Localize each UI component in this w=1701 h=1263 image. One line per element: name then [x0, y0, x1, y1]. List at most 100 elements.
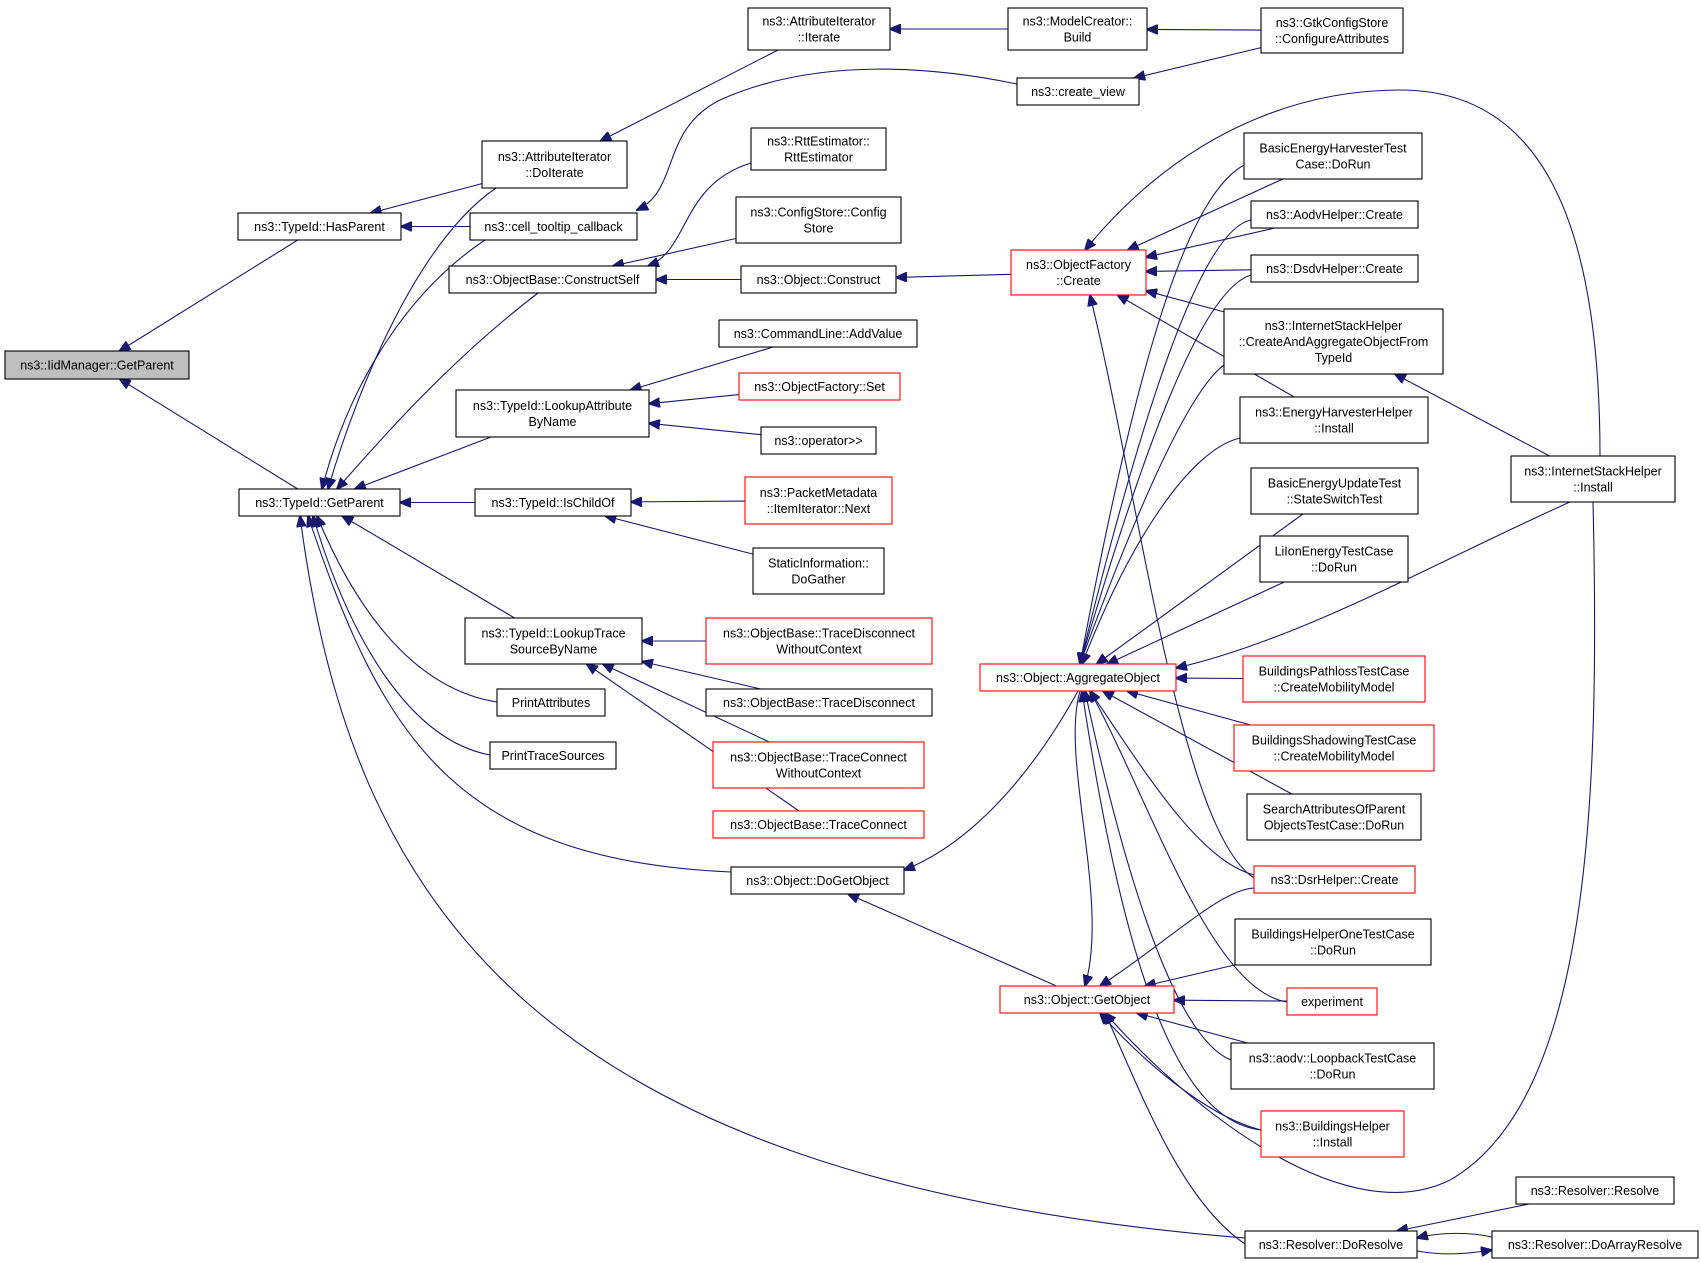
node-obj-factory-create[interactable]: ns3::ObjectFactory::Create	[1010, 249, 1147, 296]
node-label: Store	[804, 222, 834, 236]
node-create-view[interactable]: ns3::create_view	[1016, 77, 1140, 106]
edge-trace-conn-to-lookup-trace	[587, 664, 800, 812]
node-model-creator-build[interactable]: ns3::ModelCreator::Build	[1007, 7, 1148, 51]
node-attr-iter-iterate[interactable]: ns3::AttributeIterator::Iterate	[747, 7, 891, 51]
node-label: ns3::PacketMetadata	[760, 486, 877, 500]
node-label: ns3::Object::AggregateObject	[996, 671, 1161, 685]
node-box	[740, 265, 897, 294]
node-dsdv-create[interactable]: ns3::DsdvHelper::Create	[1250, 254, 1419, 283]
node-label: ns3::TypeId::LookupAttribute	[473, 399, 632, 413]
node-label: TypeId	[1315, 351, 1353, 365]
edge-aodv-loopback-to-get-object	[1137, 1013, 1248, 1044]
node-ehhinstall[interactable]: ns3::EnergyHarvesterHelper::Install	[1239, 396, 1429, 444]
node-trace-disc[interactable]: ns3::ObjectBase::TraceDisconnect	[705, 688, 933, 717]
node-label: SearchAttributesOfParent	[1263, 803, 1406, 817]
edge-type-id-has-parent-to-iid-get-parent	[120, 239, 299, 351]
node-iid-get-parent[interactable]: ns3::IidManager::GetParent	[4, 350, 190, 380]
node-label: ::DoRun	[1311, 561, 1357, 575]
node-aodv-create[interactable]: ns3::AodvHelper::Create	[1250, 200, 1419, 229]
node-box	[464, 617, 643, 665]
node-box	[1286, 987, 1378, 1016]
node-resolver-resolve[interactable]: ns3::Resolver::Resolve	[1515, 1176, 1675, 1205]
node-search-attr[interactable]: SearchAttributesOfParentObjectsTestCase:…	[1246, 793, 1422, 841]
node-bld-pathloss[interactable]: BuildingsPathlossTestCase::CreateMobilit…	[1242, 655, 1426, 703]
node-label: ::StateSwitchTest	[1287, 493, 1383, 507]
node-label: ns3::TypeId::IsChildOf	[492, 496, 616, 510]
node-cmd-add-value[interactable]: ns3::CommandLine::AddValue	[718, 319, 918, 348]
node-operator-shift[interactable]: ns3::operator>>	[760, 426, 877, 455]
node-experiment[interactable]: experiment	[1286, 987, 1378, 1016]
edge-gtk-config-store-to-create-view	[1134, 47, 1262, 78]
node-is-child-of[interactable]: ns3::TypeId::IsChildOf	[474, 488, 632, 517]
node-box	[1244, 1230, 1418, 1259]
node-bld-helper-one[interactable]: BuildingsHelperOneTestCase::DoRun	[1234, 918, 1432, 966]
node-resolver-do-resolve[interactable]: ns3::Resolver::DoResolve	[1244, 1230, 1418, 1259]
node-box	[1010, 249, 1147, 296]
node-label: RttEstimator	[784, 151, 853, 165]
node-trace-conn[interactable]: ns3::ObjectBase::TraceConnect	[712, 810, 925, 839]
node-label: ns3::AttributeIterator	[498, 150, 611, 164]
node-box	[496, 688, 606, 717]
node-box	[455, 389, 650, 438]
node-aodv-loopback[interactable]: ns3::aodv::LoopbackTestCase::DoRun	[1230, 1042, 1435, 1090]
node-label: ns3::InternetStackHelper	[1524, 465, 1662, 479]
node-rtt-estimator[interactable]: ns3::RttEstimator::RttEstimator	[750, 127, 887, 171]
node-label: ns3::TypeId::GetParent	[255, 496, 384, 510]
node-static-info[interactable]: StaticInformation::DoGather	[752, 547, 885, 595]
node-label: DoGather	[791, 573, 845, 587]
edge-trace-conn-wo-ctx-to-lookup-trace	[603, 664, 770, 743]
edge-cmd-add-value-to-lookup-attr	[631, 346, 774, 390]
node-object-construct[interactable]: ns3::Object::Construct	[740, 265, 897, 294]
node-box	[730, 866, 905, 895]
node-resolver-do-array[interactable]: ns3::Resolver::DoArrayResolve	[1491, 1230, 1699, 1259]
node-print-trace-sources[interactable]: PrintTraceSources	[489, 741, 617, 770]
node-bld-shadowing[interactable]: BuildingsShadowingTestCase::CreateMobili…	[1233, 724, 1435, 772]
node-ishcreate-agg[interactable]: ns3::InternetStackHelper::CreateAndAggre…	[1223, 308, 1444, 375]
edge-resolver-do-resolve-to-resolver-do-array	[1416, 1250, 1492, 1254]
node-label: WithoutContext	[776, 767, 862, 781]
node-trace-disc-wo-ctx[interactable]: ns3::ObjectBase::TraceDisconnectWithoutC…	[705, 617, 933, 665]
node-aggregate-object[interactable]: ns3::Object::AggregateObject	[979, 663, 1177, 692]
node-label: ns3::AodvHelper::Create	[1266, 208, 1403, 222]
node-construct-self[interactable]: ns3::ObjectBase::ConstructSelf	[448, 265, 657, 294]
node-label: ns3::DsrHelper::Create	[1271, 873, 1399, 887]
node-obj-factory-set[interactable]: ns3::ObjectFactory::Set	[738, 372, 901, 401]
node-label: ns3::ConfigStore::Config	[750, 206, 886, 220]
node-label: BasicEnergyUpdateTest	[1268, 477, 1402, 491]
node-box	[1491, 1230, 1699, 1259]
node-label: BasicEnergyHarvesterTest	[1259, 142, 1407, 156]
node-cell-tooltip[interactable]: ns3::cell_tooltip_callback	[469, 212, 638, 241]
node-box	[705, 617, 933, 665]
node-box	[1242, 655, 1426, 703]
node-type-id-has-parent[interactable]: ns3::TypeId::HasParent	[237, 212, 402, 241]
node-label: SourceByName	[510, 643, 598, 657]
node-gtk-config-store[interactable]: ns3::GtkConfigStore::ConfigureAttributes	[1260, 7, 1404, 54]
node-box	[705, 688, 933, 717]
node-li-ion-test[interactable]: LiIonEnergyTestCase::DoRun	[1259, 535, 1409, 583]
node-print-attributes[interactable]: PrintAttributes	[496, 688, 606, 717]
node-basic-eutest[interactable]: BasicEnergyUpdateTest::StateSwitchTest	[1250, 467, 1419, 515]
node-attr-iter-do-iterate[interactable]: ns3::AttributeIterator::DoIterate	[481, 140, 628, 189]
node-do-get-object[interactable]: ns3::Object::DoGetObject	[730, 866, 905, 895]
node-packet-meta-next[interactable]: ns3::PacketMetadata::ItemIterator::Next	[744, 476, 893, 525]
node-trace-conn-wo-ctx[interactable]: ns3::ObjectBase::TraceConnectWithoutCont…	[712, 741, 925, 789]
node-ishinstall[interactable]: ns3::InternetStackHelper::Install	[1510, 455, 1676, 503]
edge-dsr-create-to-obj-factory-create	[1090, 295, 1255, 879]
node-box	[760, 426, 877, 455]
edge-dsr-create-to-get-object	[1100, 887, 1255, 986]
node-type-id-get-parent[interactable]: ns3::TypeId::GetParent	[238, 488, 401, 517]
edge-ehhinstall-to-aggregate-object	[1082, 437, 1241, 664]
node-dsr-create[interactable]: ns3::DsrHelper::Create	[1253, 865, 1416, 894]
node-config-store[interactable]: ns3::ConfigStore::ConfigStore	[735, 196, 902, 244]
node-label: ns3::BuildingsHelper	[1275, 1120, 1390, 1134]
node-box	[1233, 724, 1435, 772]
node-label: ::DoRun	[1310, 944, 1356, 958]
node-label: ns3::cell_tooltip_callback	[484, 220, 623, 234]
node-box	[448, 265, 657, 294]
node-get-object[interactable]: ns3::Object::GetObject	[999, 985, 1175, 1014]
node-bld-helper-install[interactable]: ns3::BuildingsHelper::Install	[1260, 1110, 1405, 1158]
node-box	[1250, 254, 1419, 283]
